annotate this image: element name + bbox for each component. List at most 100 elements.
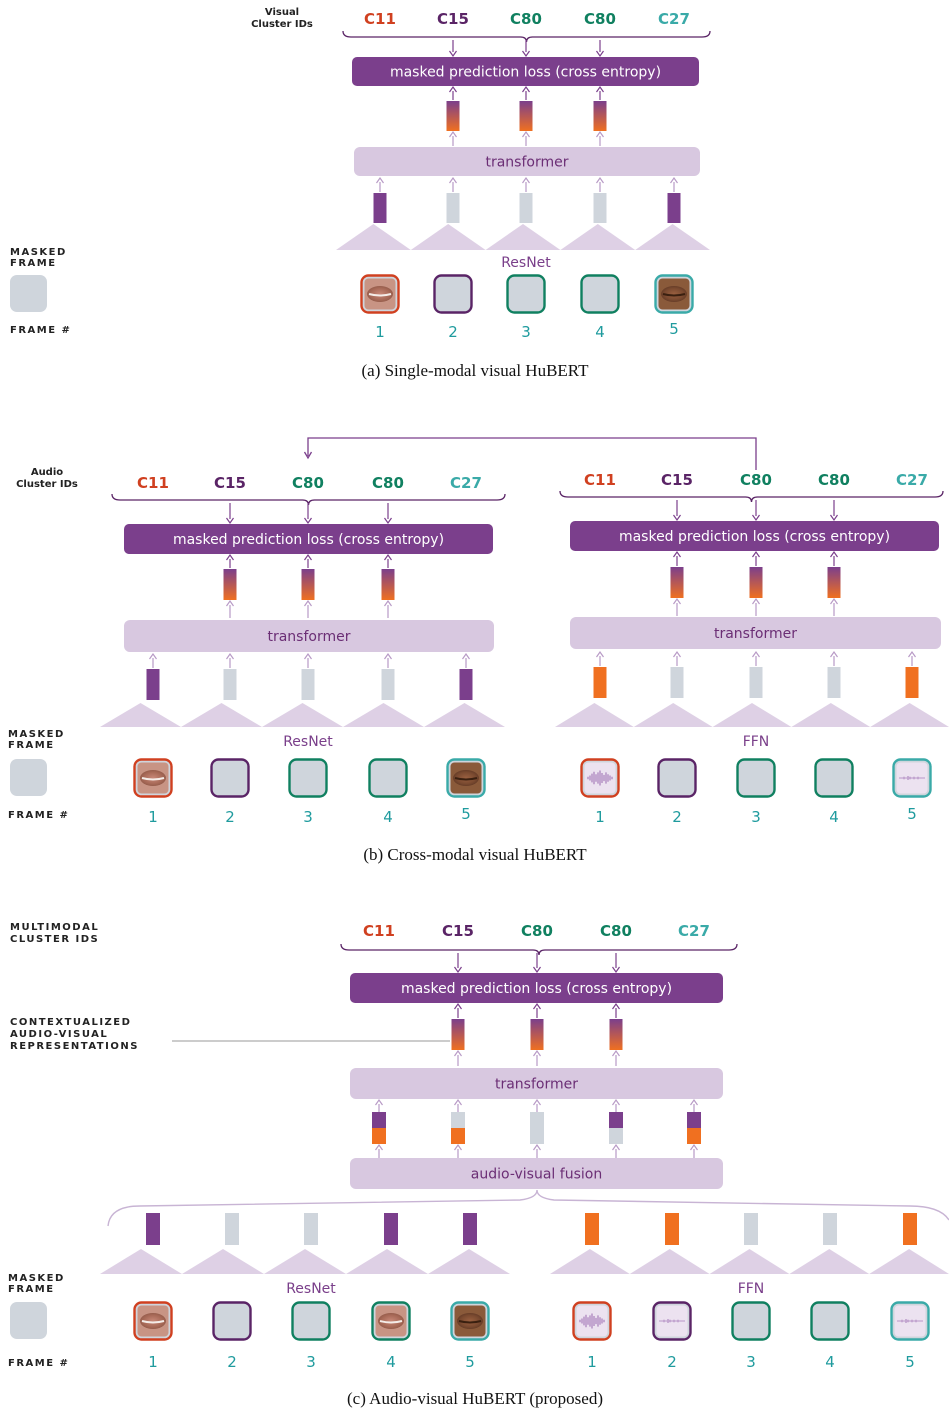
arrow-head xyxy=(612,966,620,974)
panel-c-cluster-id-5: C27 xyxy=(678,922,710,940)
panel-b-right-context-bar xyxy=(827,567,841,598)
panel-a-cluster-id-4: C80 xyxy=(584,10,616,28)
panel-c-visual-frame-num-3: 3 xyxy=(306,1353,316,1371)
panel-c-visual-bar-4 xyxy=(384,1213,398,1245)
panel-a-feature-bar-5 xyxy=(667,193,681,223)
lip-shape xyxy=(457,1313,483,1329)
arrow-head xyxy=(226,599,234,607)
panel-b-ffn-triangle-5 xyxy=(870,703,949,727)
panel-b-left-frame-3-border xyxy=(288,758,328,798)
panel-b-right-cluster-id-2: C15 xyxy=(661,471,693,489)
panel-c-audio-frame-3 xyxy=(731,1301,771,1341)
lip-shape xyxy=(378,1313,404,1329)
panel-c-loss-box xyxy=(350,973,723,1003)
arrow-head xyxy=(830,550,838,558)
audio-cluster-label-1: Audio xyxy=(31,467,63,478)
arrow-head xyxy=(149,652,157,660)
panel-c-transformer xyxy=(350,1068,723,1099)
panel-b-right-frame-4 xyxy=(814,758,854,798)
panel-b-left-feature-bar-4 xyxy=(381,669,395,700)
lip-shape xyxy=(453,770,479,786)
panel-c-resnet-label: ResNet xyxy=(286,1281,336,1297)
panel-a-frame-4 xyxy=(580,274,620,314)
panel-c-audio-frame-num-4: 4 xyxy=(825,1353,835,1371)
panel-a-resnet-triangle-2 xyxy=(410,224,486,250)
panel-b-right-cluster-id-1: C11 xyxy=(584,471,616,489)
frame-number-label: FRAME # xyxy=(10,325,71,336)
panel-b-ffn-triangle-2 xyxy=(633,703,713,727)
lip-teeth xyxy=(141,777,165,781)
arrow-head xyxy=(454,1002,462,1010)
lip-shape xyxy=(140,770,166,786)
panel-c-audio-frame-num-5: 5 xyxy=(905,1353,915,1371)
panel-c-fused-bar-top-2 xyxy=(451,1112,465,1128)
panel-c-audio-frame-num-3: 3 xyxy=(746,1353,756,1371)
arrow-head xyxy=(612,1098,620,1106)
frame-number-label: FRAME # xyxy=(8,1358,69,1369)
panel-b-right-cluster-id-5: C27 xyxy=(896,471,928,489)
fusion-brace xyxy=(107,1189,949,1227)
panel-b-left-feature-bar-2 xyxy=(223,669,237,700)
multimodal-cluster-label-1: MULTIMODAL xyxy=(10,922,99,933)
panel-c-context-bar xyxy=(451,1019,465,1050)
panel-a-frame-2-border xyxy=(433,274,473,314)
panel-b-right-feature-bar-3 xyxy=(749,667,763,698)
panel-c-fused-bar-top-1 xyxy=(372,1112,386,1128)
lip-shape xyxy=(367,286,393,302)
panel-b-left-feature-bar-5 xyxy=(459,669,473,700)
panel-a-loss-box-label: masked prediction loss (cross entropy) xyxy=(390,65,661,81)
panel-a-frame-num-3: 3 xyxy=(521,323,531,341)
panel-a-context-bar xyxy=(519,101,533,131)
panel-c-visual-bar-1 xyxy=(146,1213,160,1245)
arrow-head xyxy=(376,176,384,184)
arrow-head xyxy=(454,1049,462,1057)
audio-cluster-label-2: Cluster IDs xyxy=(16,479,78,490)
panel-b-left-transformer xyxy=(124,620,494,652)
arrow-head xyxy=(533,1049,541,1057)
panel-a-frame-1 xyxy=(360,274,400,314)
panel-c-visual-frame-4 xyxy=(371,1301,411,1341)
lip-shape xyxy=(140,1313,166,1329)
visual-cluster-label-1: Visual xyxy=(265,7,299,18)
panel-a-frame-num-5: 5 xyxy=(669,320,679,338)
panel-b-left-frame-2-border xyxy=(210,758,250,798)
panel-b-right-cluster-id-4: C80 xyxy=(818,471,850,489)
panel-c-visual-frame-num-4: 4 xyxy=(386,1353,396,1371)
panel-a-resnet-label: ResNet xyxy=(501,255,551,271)
panel-c-cluster-id-1: C11 xyxy=(363,922,395,940)
panel-c-visual-frame-1 xyxy=(133,1301,173,1341)
arrow-head xyxy=(612,1002,620,1010)
lip-teeth xyxy=(379,1320,403,1324)
arrow-head xyxy=(384,517,392,525)
panel-b-left-loss-box xyxy=(124,524,493,554)
arrow-head xyxy=(375,1143,383,1151)
panel-b-left-frame-num-3: 3 xyxy=(303,808,313,826)
multimodal-cluster-label-2: CLUSTER IDS xyxy=(10,934,99,945)
panel-b-left-transformer-label: transformer xyxy=(267,629,350,645)
arrow-head xyxy=(449,130,457,138)
panel-b-right-loss-box xyxy=(570,521,939,551)
panel-c-ffn-triangle-3 xyxy=(709,1249,790,1274)
arrow-head xyxy=(690,1143,698,1151)
panel-b-left-frame-3 xyxy=(288,758,328,798)
panel-c-audio-frame-1 xyxy=(572,1301,612,1341)
panel-c-audio-frame-4-border xyxy=(810,1301,850,1341)
lip-teeth xyxy=(141,1320,165,1324)
panel-b-left-frame-2 xyxy=(210,758,250,798)
panel-a-context-bar xyxy=(593,101,607,131)
masked-frame-label-2: FRAME xyxy=(8,740,55,751)
panel-c-resnet-triangle-4 xyxy=(346,1249,428,1274)
panel-c-fused-bar-top-5 xyxy=(687,1112,701,1128)
arrow-head xyxy=(612,1143,620,1151)
panel-c-fused-bar-bottom-2 xyxy=(451,1128,465,1144)
panel-c-fused-bar-top-3 xyxy=(530,1112,544,1128)
masked-frame-label-1: MASKED xyxy=(8,1273,65,1284)
contextualized-label-2: AUDIO-VISUAL xyxy=(10,1029,108,1040)
panel-a-cluster-id-5: C27 xyxy=(658,10,690,28)
panel-c-ffn-label: FFN xyxy=(738,1281,765,1297)
arrow-head xyxy=(226,517,234,525)
panel-a-caption: (a) Single-modal visual HuBERT xyxy=(361,361,589,380)
arrow-head xyxy=(690,1098,698,1106)
masked-frame-label-2: FRAME xyxy=(8,1284,55,1295)
